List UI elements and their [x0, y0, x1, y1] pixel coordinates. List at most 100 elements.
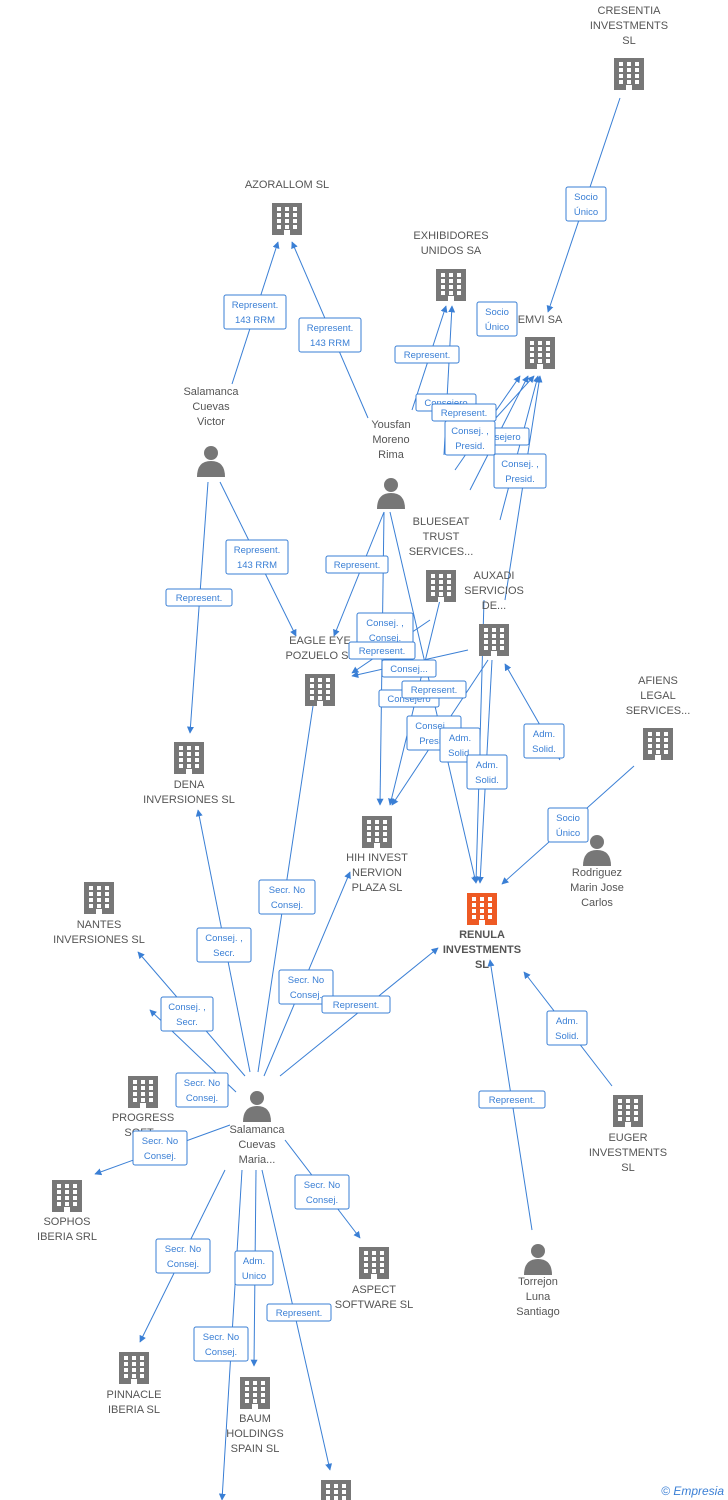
node-label: EUGER: [608, 1132, 647, 1144]
node-cresentia[interactable]: CRESENTIA INVESTMENTS SLCRESENTIAINVESTM…: [590, 5, 668, 90]
edge-label-text: Represent.: [232, 300, 278, 311]
edge-label-text: Consej.: [369, 633, 401, 644]
node-label: SOPHOS: [43, 1216, 90, 1228]
node-sophos[interactable]: SOPHOS IBERIA SRLSOPHOSIBERIA SRL: [37, 1180, 97, 1243]
node-label: Salamanca: [229, 1124, 285, 1136]
edge-label-e20[interactable]: Adm.Solid.: [439, 727, 481, 763]
node-baum[interactable]: BAUM HOLDINGS SPAIN SLBAUMHOLDINGSSPAIN …: [226, 1377, 284, 1455]
edge-label-e12[interactable]: Represent.: [325, 555, 389, 574]
edge-label-text: Presid.: [419, 736, 449, 747]
edge-label-text: Represent.: [441, 408, 487, 419]
node-renula[interactable]: RENULA INVESTMENTS SLRENULAINVESTMENTSSL: [443, 893, 521, 971]
node-label: INVERSIONES SL: [143, 794, 235, 806]
node-label: IBERIA SL: [108, 1404, 160, 1416]
edge-label-e11[interactable]: Represent.143 RRM: [225, 539, 289, 575]
node-label: NANTES: [77, 919, 122, 931]
edge-label-e9[interactable]: Consej. ,Presid.: [444, 420, 496, 456]
node-label: Cuevas: [238, 1139, 276, 1151]
edge-label-e28[interactable]: Consej. ,Secr.: [160, 996, 214, 1032]
node-label: PLAZA SL: [352, 882, 403, 894]
edge-label-text: Secr. No: [304, 1180, 340, 1191]
node-progress[interactable]: PROGRESS SOFT...PROGRESSSOFT...: [112, 1076, 174, 1139]
node-label: Cuevas: [192, 401, 230, 413]
edge-label-text: Consej. ,: [366, 618, 404, 629]
edge-label-e7[interactable]: Represent.: [431, 403, 497, 422]
edge-label-e16[interactable]: Consej...: [381, 659, 437, 678]
edge-label-e18[interactable]: Represent.: [401, 680, 467, 699]
node-salamanca-maria[interactable]: Salamanca Cuevas Maria...SalamancaCuevas…: [229, 1091, 285, 1166]
edge-label-text: Secr. No: [184, 1078, 220, 1089]
node-label: EAGLE EYE: [289, 635, 351, 647]
edge-label-text: Unico: [242, 1271, 266, 1282]
edge-label-e25[interactable]: Consej. ,Secr.: [196, 927, 252, 963]
node-auxadi[interactable]: AUXADI SERVICIOS DE...AUXADISERVICIOSDE.…: [464, 570, 524, 656]
edge-label-text: Consej. ,: [451, 426, 489, 437]
node-pinnacle[interactable]: PINNACLE IBERIA SLPINNACLEIBERIA SL: [106, 1352, 162, 1416]
node-aspect[interactable]: ASPECT SOFTWARE SLASPECTSOFTWARE SL: [335, 1247, 413, 1311]
edge-label-text: Solid.: [555, 1031, 579, 1042]
node-blueseat[interactable]: BLUESEAT TRUST SERVICES...BLUESEATTRUSTS…: [409, 516, 474, 602]
edge-label-text: Represent.: [176, 593, 222, 604]
node-label: Rima: [378, 449, 405, 461]
node-exhibidores[interactable]: EXHIBIDORES UNIDOS SAEXHIBIDORESUNIDOS S…: [413, 230, 489, 301]
node-label: Maria...: [239, 1154, 276, 1166]
edge-label-e32[interactable]: Represent.: [478, 1090, 546, 1109]
node-bottom-company[interactable]: [321, 1480, 351, 1500]
edge-label-text: Adm.: [476, 760, 498, 771]
edge-label-text: Represent.: [307, 323, 353, 334]
brand-name: Empresia: [673, 1484, 724, 1498]
node-afiens[interactable]: AFIENS LEGAL SERVICES...AFIENSLEGALSERVI…: [626, 675, 691, 760]
edge-label-text: Adm.: [243, 1256, 265, 1267]
edge-label-e15[interactable]: Represent.: [348, 641, 416, 660]
edge-label-e14[interactable]: Consej. , Consej.: [356, 612, 414, 648]
node-rodriguez[interactable]: Rodriguez Marin Jose CarlosRodriguezMari…: [570, 835, 624, 909]
edge-label-e13[interactable]: Represent.: [165, 588, 233, 607]
node-label: INVESTMENTS: [590, 20, 668, 32]
edge-label-text: Represent.: [404, 350, 450, 361]
node-label: SL: [622, 35, 635, 47]
node-salamanca-victor[interactable]: Salamanca Cuevas VictorSalamancaCuevasVi…: [183, 386, 239, 477]
edge-label-e34[interactable]: Adm. Unico: [234, 1250, 274, 1286]
edge-label-e5[interactable]: Represent.: [394, 345, 460, 364]
edge-label-e22[interactable]: Adm.Solid.: [523, 723, 565, 759]
edge-label-text: Consej. ,: [168, 1002, 206, 1013]
edge-label-e27[interactable]: Represent.: [321, 995, 391, 1014]
edge-label-text: 143 RRM: [310, 338, 350, 349]
edge-label-e36[interactable]: Represent.: [266, 1303, 332, 1322]
node-label: SERVICIOS: [464, 585, 524, 597]
edge-label-e10[interactable]: Consej. ,Presid.: [493, 453, 547, 489]
edge-label-text: Represent.: [334, 560, 380, 571]
node-label: Carlos: [581, 897, 613, 909]
node-euger[interactable]: EUGER INVESTMENTS SLEUGERINVESTMENTSSL: [589, 1095, 667, 1174]
node-torrejon[interactable]: Torrejon Luna SantiagoTorrejonLunaSantia…: [516, 1244, 560, 1318]
edge-label-e3[interactable]: Represent. 143 RRM: [298, 317, 362, 353]
edge-label-text: Solid.: [532, 744, 556, 755]
edge-label-text: Adm.: [449, 733, 471, 744]
node-label: Marin Jose: [570, 882, 624, 894]
edge-label-e2[interactable]: Represent.143 RRM: [223, 294, 287, 330]
node-label: HOLDINGS: [226, 1428, 283, 1440]
edge-label-text: Socio: [556, 813, 580, 824]
edge-label-e29[interactable]: Adm.Solid.: [546, 1010, 588, 1046]
edge-label-text: Consej. ,: [415, 721, 453, 732]
edge-label-e21[interactable]: Adm.Solid.: [466, 754, 508, 790]
node-dena[interactable]: DENA INVERSIONES SLDENAINVERSIONES SL: [143, 742, 235, 806]
edge-label-text: Socio: [574, 192, 598, 203]
node-label: SPAIN SL: [231, 1443, 280, 1455]
